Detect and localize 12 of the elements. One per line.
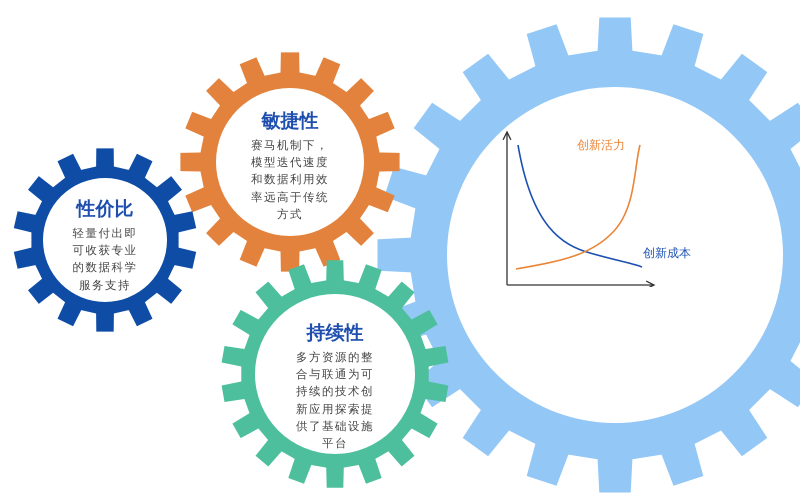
gear-description: 轻量付出即可收获专业的数据科学服务支持 xyxy=(72,224,138,294)
gear-shape xyxy=(13,148,197,332)
gear-title: 敏捷性 xyxy=(262,110,318,133)
gear-title: 性价比 xyxy=(76,198,134,221)
gear-shape xyxy=(180,52,400,272)
gear-description: 赛马机制下，模型迭代速度和数据利用效率远高于传统方式 xyxy=(251,136,329,223)
curve-label: 创新活力 xyxy=(577,137,625,154)
gear-shape xyxy=(377,17,800,493)
curve-label: 创新成本 xyxy=(643,245,691,262)
gear-description: 多方资源的整合与联通为可持续的技术创新应用探索提供了基础设施平台 xyxy=(295,348,375,452)
gear-title: 持续性 xyxy=(306,322,364,345)
gear-shape xyxy=(221,260,449,488)
